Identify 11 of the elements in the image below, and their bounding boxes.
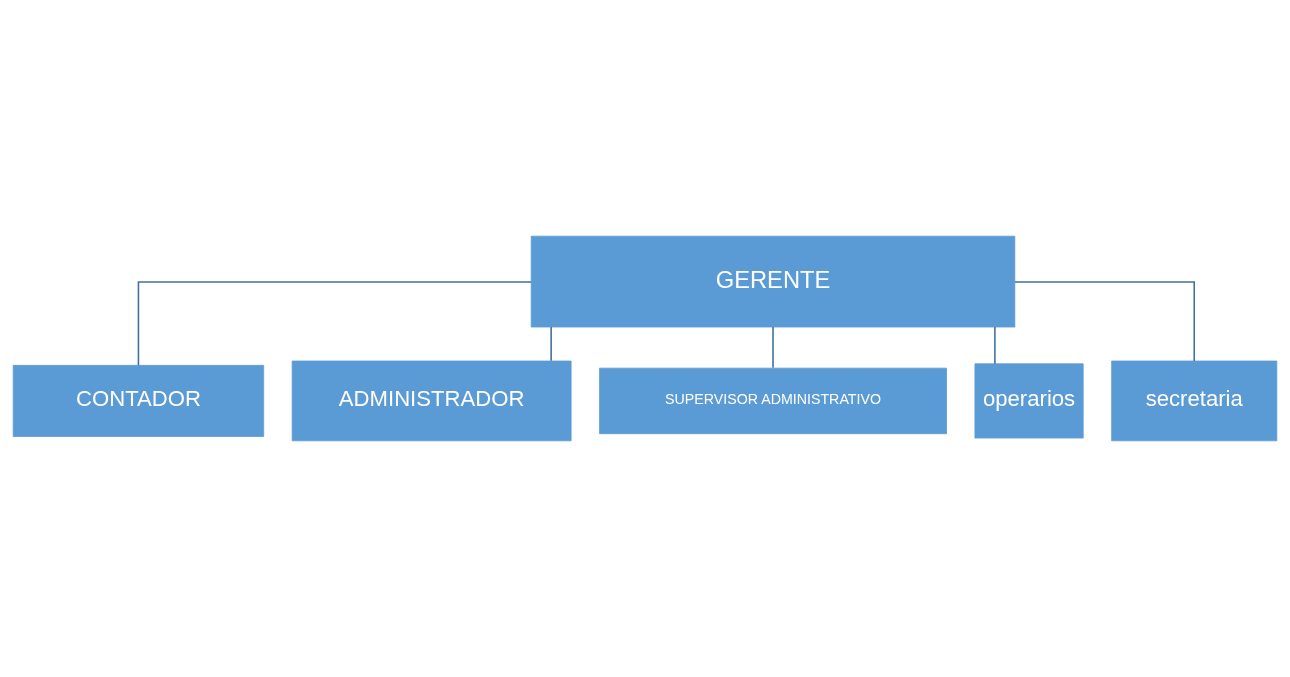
node-box: secretaria <box>1111 360 1278 442</box>
connector <box>1014 281 1195 362</box>
node-box: SUPERVISOR ADMINISTRATIVO <box>599 367 947 435</box>
node-box: CONTADOR <box>12 364 265 437</box>
node-box: ADMINISTRADOR <box>291 360 572 442</box>
connector <box>994 326 996 365</box>
connector <box>137 281 532 367</box>
connector <box>772 326 774 369</box>
node-box: GERENTE <box>530 235 1016 328</box>
node-box: operarios <box>974 363 1084 439</box>
connector <box>550 326 552 362</box>
